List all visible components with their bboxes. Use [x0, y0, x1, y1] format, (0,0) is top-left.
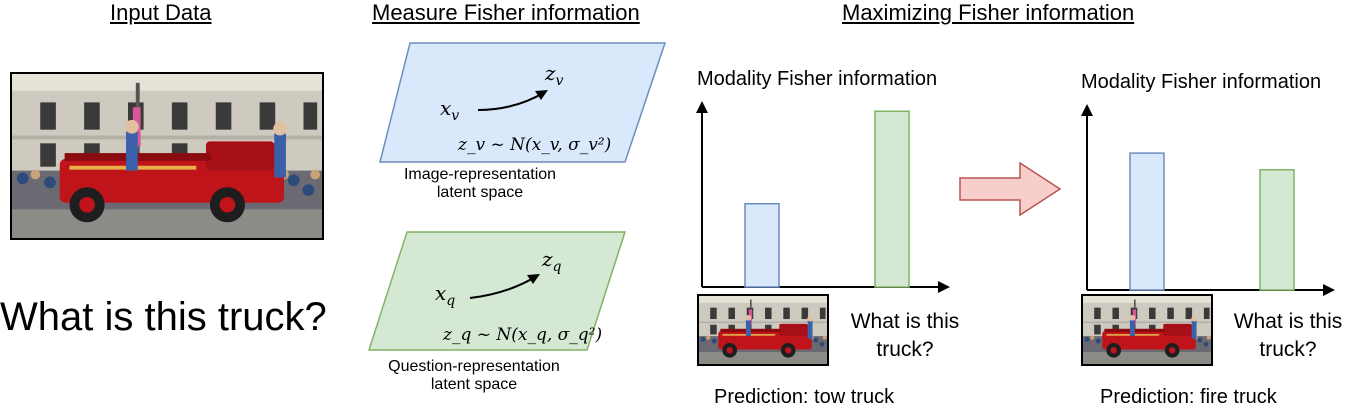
chart1-prediction: Prediction: tow truck: [714, 386, 895, 408]
chart2-svg: [1081, 104, 1335, 296]
heading-input-data: Input Data: [110, 0, 212, 25]
latent-z-v: zv: [544, 61, 564, 89]
chart1-question: What is this truck?: [850, 310, 960, 361]
chart1-y-arrowhead: [696, 101, 708, 113]
transition-arrow: [959, 161, 1062, 217]
chart1-ylabel: Modality Fisher information: [697, 68, 938, 90]
chart2-y-arrowhead: [1081, 104, 1093, 116]
heading-maximize-fisher: Maximizing Fisher information: [842, 0, 1135, 25]
chart2-question: What is this truck?: [1233, 310, 1343, 361]
input-question: What is this truck?: [0, 295, 327, 339]
latent-dist-v: z_v ~ N(x_v, σ_v²): [457, 135, 611, 155]
question-latent-caption: Question-representation latent space: [388, 358, 560, 393]
chart2-prediction: Prediction: fire truck: [1100, 386, 1277, 408]
image-latent-space: xv zv z_v ~ N(x_v, σ_v²): [379, 42, 667, 163]
chart1-thumbnail: [697, 294, 829, 366]
chart2-thumbnail: [1081, 294, 1213, 366]
chart1-svg: [696, 101, 950, 293]
input-truck-image: [10, 72, 324, 240]
chart1-bar-image: [744, 203, 780, 288]
chart1-x-arrowhead: [938, 281, 950, 293]
heading-measure-fisher: Measure Fisher information: [372, 0, 640, 25]
chart2-bar-image: [1129, 152, 1165, 291]
chart2-x-arrowhead: [1323, 284, 1335, 296]
latent-dist-q: z_q ~ N(x_q, σ_q²): [442, 325, 602, 345]
chart1-bar-question: [874, 110, 910, 288]
latent-x-v: xv: [440, 96, 459, 124]
image-latent-caption: Image-representation latent space: [403, 166, 557, 201]
latent-x-q: xq: [435, 281, 455, 309]
chart2-bar-question: [1259, 169, 1295, 291]
chart2-ylabel: Modality Fisher information: [1081, 71, 1322, 93]
question-latent-space: xq zq z_q ~ N(x_q, σ_q²): [367, 231, 627, 351]
latent-z-q: zq: [541, 247, 562, 275]
